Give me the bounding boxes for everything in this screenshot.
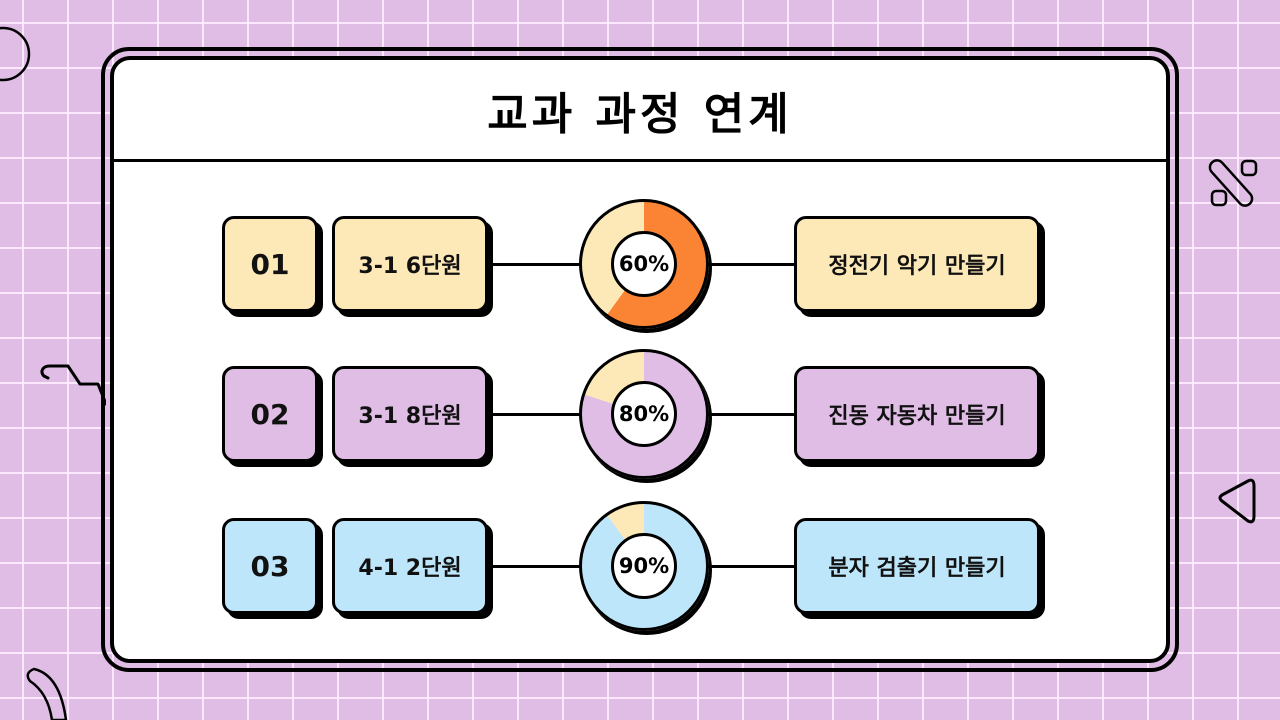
- unit-label: 3-1 8단원: [332, 366, 488, 462]
- progress-donut: 80%: [579, 349, 709, 479]
- curriculum-row: 02 3-1 8단원 80% 진동 자동차 만들기: [114, 349, 1166, 479]
- content-card: 교과 과정 연계 01 3-1 6단원 60% 정전기 악기 만들기 02 3-…: [110, 56, 1170, 663]
- activity-label: 정전기 악기 만들기: [794, 216, 1040, 312]
- activity-label: 진동 자동차 만들기: [794, 366, 1040, 462]
- zigzag-icon: [40, 364, 106, 406]
- percent-label: 80%: [611, 381, 677, 447]
- unit-label: 3-1 6단원: [332, 216, 488, 312]
- arc-shape-icon: [26, 667, 68, 720]
- triangle-left-icon: [1218, 478, 1256, 524]
- outer-frame: [101, 47, 1179, 672]
- activity-label: 분자 검출기 만들기: [794, 518, 1040, 614]
- unit-label: 4-1 2단원: [332, 518, 488, 614]
- progress-donut: 60%: [579, 199, 709, 329]
- row-number: 03: [222, 518, 318, 614]
- circle-outline-icon: [0, 26, 31, 82]
- row-number: 01: [222, 216, 318, 312]
- page-title: 교과 과정 연계: [487, 88, 793, 140]
- percent-symbol-icon: [1208, 159, 1258, 207]
- title-bar: 교과 과정 연계: [114, 60, 1166, 162]
- progress-donut: 90%: [579, 501, 709, 631]
- curriculum-row: 03 4-1 2단원 90% 분자 검출기 만들기: [114, 501, 1166, 631]
- row-number: 02: [222, 366, 318, 462]
- percent-label: 60%: [611, 231, 677, 297]
- percent-label: 90%: [611, 533, 677, 599]
- curriculum-row: 01 3-1 6단원 60% 정전기 악기 만들기: [114, 199, 1166, 329]
